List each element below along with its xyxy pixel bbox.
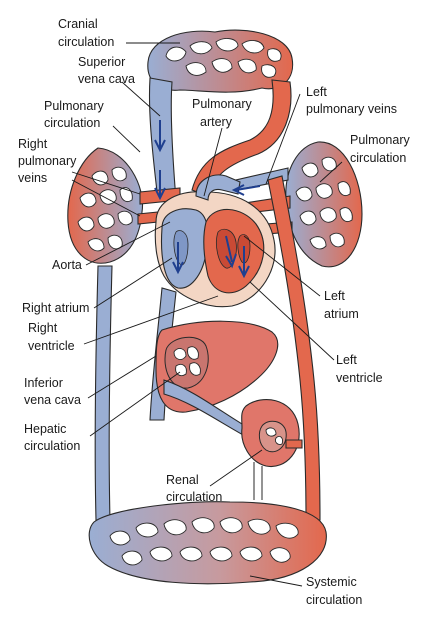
systemic-vein-left [94,265,113,521]
label-left-pulmonary-veins-line1: Left [306,85,327,99]
label-right-pulmonary-veins-line1: Right [18,137,48,151]
label-left-atrium-line2: atrium [324,307,359,321]
label-superior-vena-cava-line1: Superior [78,55,125,69]
label-systemic-circulation-line1: Systemic [306,575,357,589]
label-right-pulmonary-veins-line3: veins [18,171,47,185]
pulmonary-capillary-bed-left [67,147,144,264]
label-left-pulmonary-veins-line2: pulmonary veins [306,102,397,116]
label-right-atrium: Right atrium [22,301,89,315]
label-inferior-vena-cava-line1: Inferior [24,376,63,390]
renal-artery-vessel [285,439,303,449]
label-pulmonary-artery-line2: artery [200,115,233,129]
pulmonary-artery-trunk [195,174,241,201]
label-right-pulmonary-veins-line2: pulmonary [18,154,77,168]
label-pulmonary-circulation-left-line2: circulation [44,116,100,130]
label-right-ventricle-line1: Right [28,321,58,335]
label-pulmonary-artery-line1: Pulmonary [192,97,252,111]
systemic-capillary-bed [88,501,327,585]
pulmonary-capillary-bed-right [285,141,363,268]
label-pulmonary-circulation-right-line1: Pulmonary [350,133,410,147]
label-inferior-vena-cava-line2: vena cava [24,393,81,407]
label-left-ventricle-line2: ventricle [336,371,383,385]
label-superior-vena-cava-line2: vena cava [78,72,135,86]
label-right-ventricle-line2: ventricle [28,339,75,353]
heart [154,191,276,308]
descending-aorta-vessel [267,175,321,521]
superior-vena-cava-vessel [148,77,177,201]
leader-lines [71,42,343,587]
cranial-capillary-bed [147,29,294,93]
label-hepatic-circulation-line2: circulation [24,439,80,453]
label-systemic-circulation-line2: circulation [306,593,362,607]
label-cranial-circulation-line1: Cranial [58,17,98,31]
label-pulmonary-circulation-left-line1: Pulmonary [44,99,104,113]
label-renal-circulation-line2: circulation [166,490,222,504]
label-pulmonary-circulation-right-line2: circulation [350,151,406,165]
kidney [241,399,300,500]
label-renal-circulation-line1: Renal [166,473,199,487]
label-cranial-circulation-line2: circulation [58,35,114,49]
label-left-ventricle-line1: Left [336,353,357,367]
labels: Cranial circulation Superior vena cava P… [18,17,410,607]
label-aorta: Aorta [52,258,82,272]
flow-arrows [154,120,261,279]
liver [155,320,279,413]
label-left-atrium-line1: Left [324,289,345,303]
label-hepatic-circulation-line1: Hepatic [24,422,66,436]
